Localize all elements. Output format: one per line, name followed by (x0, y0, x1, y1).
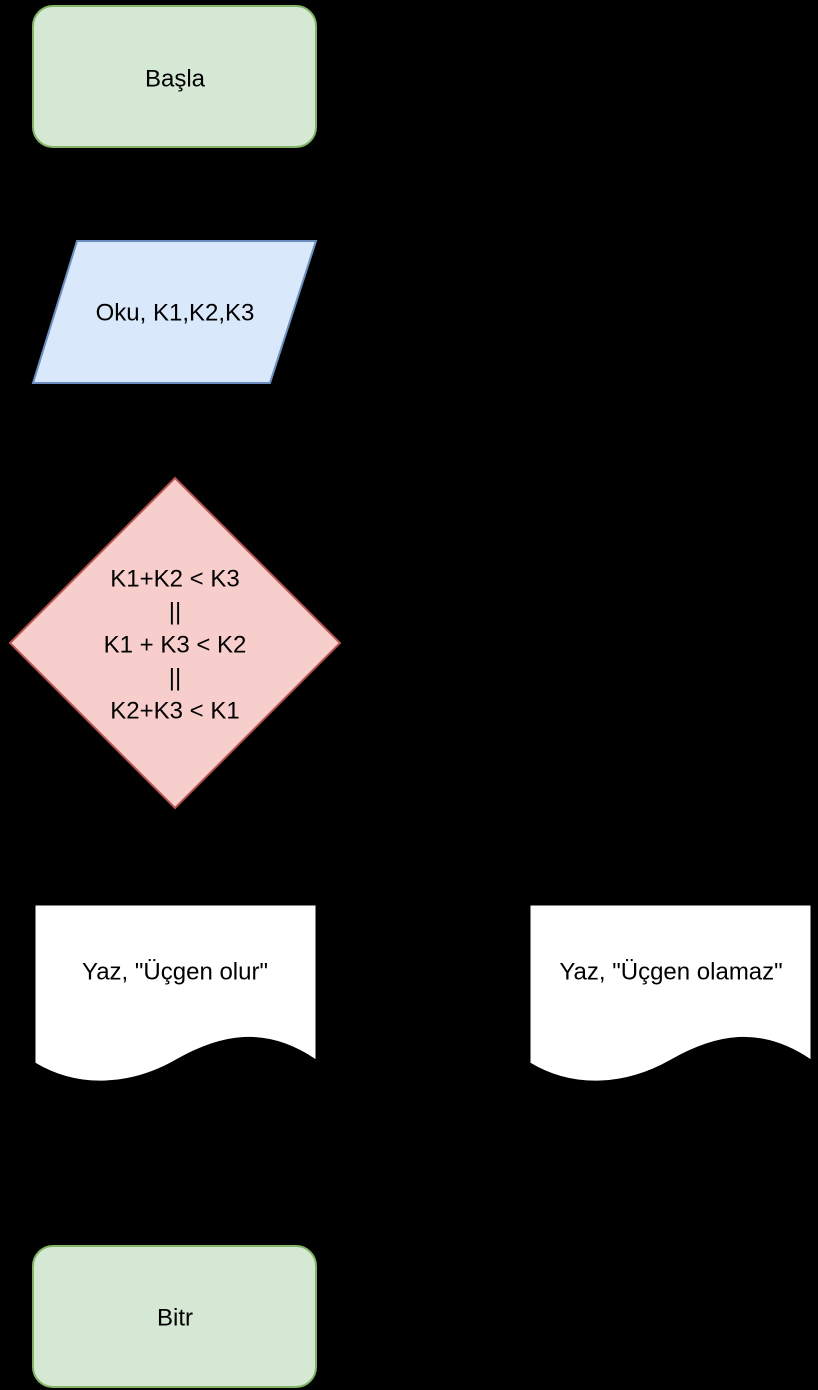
output-false-node[interactable]: Yaz, "Üçgen olamaz" (529, 904, 812, 1082)
output-true-label: Yaz, "Üçgen olur" (82, 958, 268, 985)
decision-node[interactable]: K1+K2 < K3 || K1 + K3 < K2 || K2+K3 < K1 (8, 476, 342, 810)
decision-line-4: || (169, 664, 181, 691)
end-label: Bitr (157, 1304, 193, 1331)
decision-line-2: || (169, 598, 181, 625)
input-shape (31, 240, 318, 384)
input-label: Oku, K1,K2,K3 (96, 299, 255, 326)
input-node[interactable]: Oku, K1,K2,K3 (31, 240, 318, 384)
decision-line-5: K2+K3 < K1 (110, 697, 239, 724)
start-label: Başla (145, 65, 206, 92)
output-true-node[interactable]: Yaz, "Üçgen olur" (34, 904, 317, 1082)
start-shape (32, 5, 317, 148)
end-shape (32, 1245, 317, 1388)
end-node[interactable]: Bitr (32, 1245, 317, 1388)
output-true-shape (34, 904, 317, 1082)
decision-line-1: K1+K2 < K3 (110, 565, 239, 592)
output-false-label: Yaz, "Üçgen olamaz" (559, 958, 782, 985)
decision-line-3: K1 + K3 < K2 (104, 631, 247, 658)
output-false-shape (529, 904, 812, 1082)
start-node[interactable]: Başla (32, 5, 317, 148)
decision-shape (8, 476, 342, 810)
